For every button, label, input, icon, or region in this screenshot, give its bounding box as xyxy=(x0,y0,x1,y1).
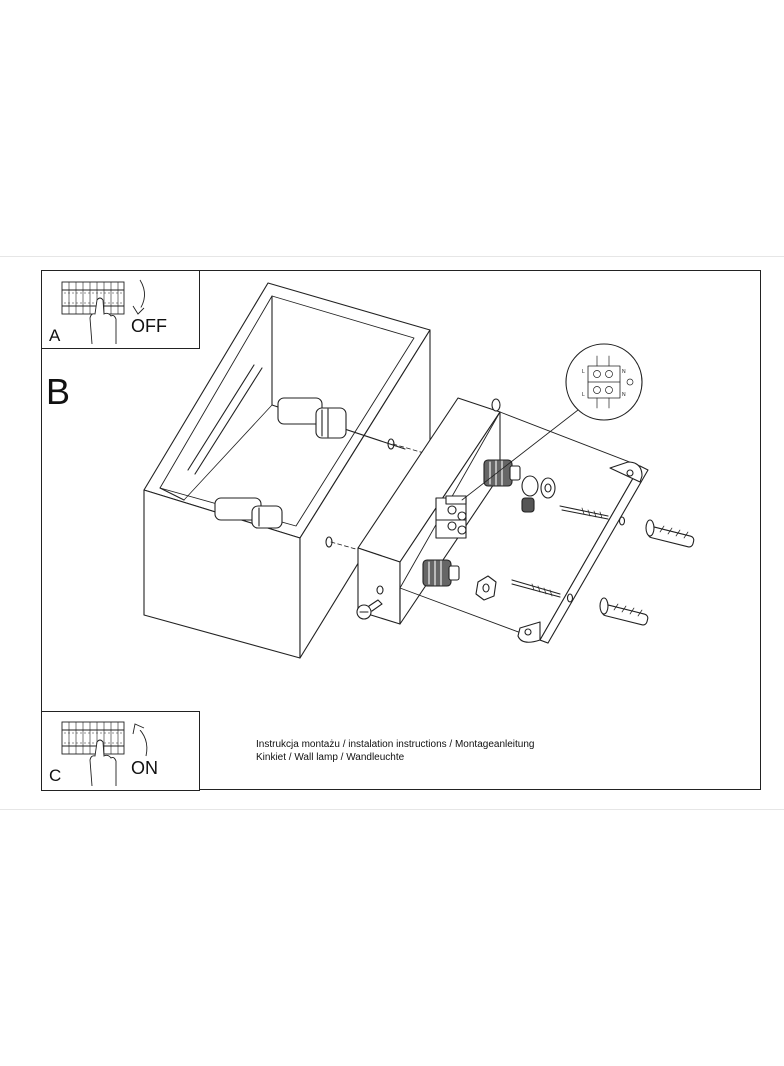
cable-gland-lower xyxy=(422,559,460,587)
step-a-letter: A xyxy=(49,326,61,345)
cable-gland-upper xyxy=(483,459,521,487)
wall-plug-lower xyxy=(599,597,649,626)
terminal-label-l-bottom: L xyxy=(582,392,585,398)
caption-instructions: Instrukcja montażu / instalation instruc… xyxy=(256,739,535,750)
wall-screw-lower xyxy=(511,579,561,598)
drawing-frame xyxy=(41,270,761,790)
terminal-labels: L N L N xyxy=(582,369,626,398)
nut-upper xyxy=(521,475,556,513)
step-a-panel xyxy=(41,270,200,349)
terminal-label-l-top: L xyxy=(582,369,585,375)
light-source-upper xyxy=(277,397,347,439)
wall-plug-icon xyxy=(645,519,695,548)
off-label: OFF xyxy=(131,316,167,336)
wall-screw-upper xyxy=(559,505,609,520)
caption: Instrukcja montażu / instalation instruc… xyxy=(256,738,535,764)
step-c-letter: C xyxy=(49,766,62,785)
terminal-block-icon xyxy=(435,495,467,539)
sheet-edge xyxy=(0,256,784,810)
on-label: ON xyxy=(131,758,158,778)
light-source-lower xyxy=(214,497,283,529)
step-b-letter: B xyxy=(46,371,71,412)
terminal-label-n-top: N xyxy=(622,369,626,375)
nut-lower xyxy=(475,575,497,601)
screw-icon xyxy=(356,599,383,620)
caption-product: Kinkiet / Wall lamp / Wandleuchte xyxy=(256,752,405,763)
terminal-label-n-bottom: N xyxy=(622,392,626,398)
step-c-panel xyxy=(41,711,200,791)
lamp-housing xyxy=(143,282,431,659)
wiring-detail-callout xyxy=(565,343,643,421)
